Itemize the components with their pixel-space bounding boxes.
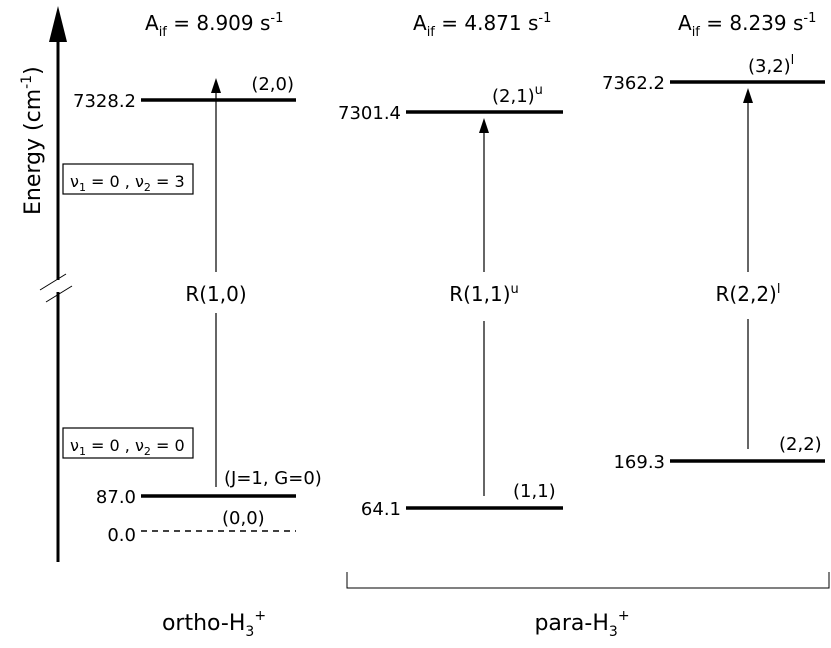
svg-text:(2,1)u: (2,1)u [492,83,543,107]
svg-text:(0,0): (0,0) [222,508,265,529]
svg-text:7362.2: 7362.2 [602,73,665,94]
aif-label-2: Aif = 4.871 s-1 [413,11,551,40]
arrowhead-icon [743,88,753,103]
aif-label-1: Aif = 8.909 s-1 [145,11,283,40]
group-label-para: para-H3+ [534,608,629,640]
level-para2-lower: 169.3 (2,2) [613,434,825,473]
transition-r11u: R(1,1)u [449,118,519,496]
axis-arrowhead-icon [49,6,67,42]
axis-label: Energy (cm-1) [19,66,46,215]
svg-text:(J=1, G=0): (J=1, G=0) [224,468,322,489]
svg-text:R(2,2)l: R(2,2)l [716,282,781,306]
transition-r22l: R(2,2)l [716,88,781,449]
axis-break-icon [39,273,73,303]
svg-text:0.0: 0.0 [107,525,136,546]
arrowhead-icon [211,78,221,93]
svg-text:ν1 = 0 , ν2 = 0: ν1 = 0 , ν2 = 0 [70,436,185,458]
svg-text:7328.2: 7328.2 [73,91,136,112]
svg-text:(1,1): (1,1) [513,481,556,502]
arrowhead-icon [479,118,489,133]
level-ortho-ground: 0.0 (0,0) [107,508,296,546]
svg-text:R(1,1)u: R(1,1)u [449,282,519,306]
svg-text:64.1: 64.1 [361,499,401,520]
svg-text:(3,2)l: (3,2)l [748,53,794,77]
group-label-ortho: ortho-H3+ [162,608,266,640]
level-para2-upper: 7362.2 (3,2)l [602,53,825,94]
level-ortho-lower: 87.0 (J=1, G=0) [96,468,322,508]
vibration-box-lower: ν1 = 0 , ν2 = 0 [62,427,194,459]
vibration-box-upper: ν1 = 0 , ν2 = 3 [62,163,194,195]
svg-text:169.3: 169.3 [613,452,665,473]
level-para1-upper: 7301.4 (2,1)u [338,83,563,124]
aif-label-3: Aif = 8.239 s-1 [678,11,816,40]
svg-text:(2,2): (2,2) [779,434,822,455]
para-bracket [346,572,830,589]
svg-text:(2,0): (2,0) [251,74,294,95]
svg-text:R(1,0): R(1,0) [185,282,246,306]
level-para1-lower: 64.1 (1,1) [361,481,563,520]
level-ortho-upper: 7328.2 (2,0) [73,74,296,112]
svg-text:ν1 = 0 , ν2 = 3: ν1 = 0 , ν2 = 3 [70,172,185,194]
svg-text:7301.4: 7301.4 [338,103,401,124]
energy-axis: Energy (cm-1) [19,6,73,562]
svg-text:87.0: 87.0 [96,487,136,508]
transition-r10: R(1,0) [185,78,247,487]
